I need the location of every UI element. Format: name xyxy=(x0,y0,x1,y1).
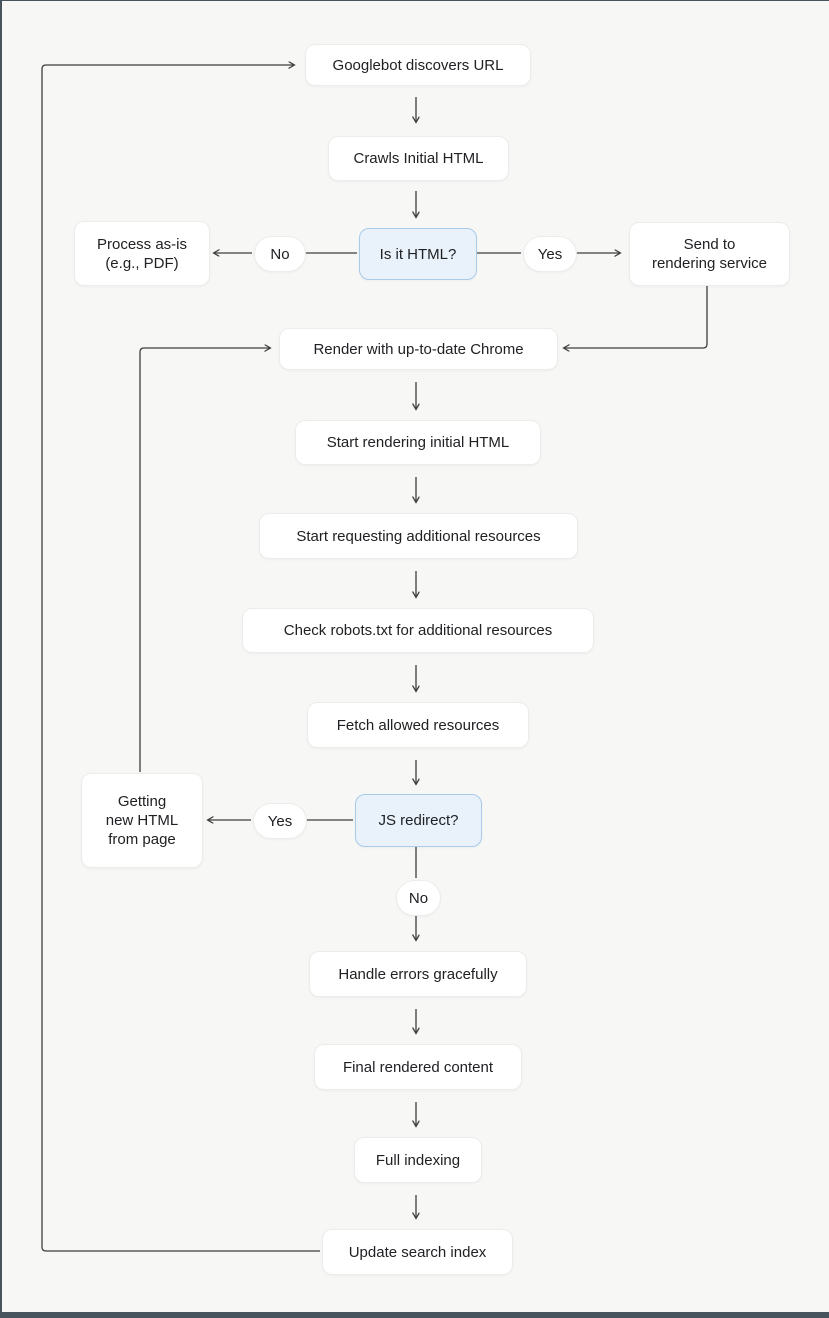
node-js-redirect-decision: JS redirect? xyxy=(355,794,482,847)
node-start-rendering-initial-html: Start rendering initial HTML xyxy=(295,420,541,465)
node-send-to-rendering-service: Send to rendering service xyxy=(629,222,790,286)
node-handle-errors-gracefully: Handle errors gracefully xyxy=(309,951,527,997)
node-googlebot-discovers-url: Googlebot discovers URL xyxy=(305,44,531,86)
node-update-search-index: Update search index xyxy=(322,1229,513,1275)
node-render-with-chrome: Render with up-to-date Chrome xyxy=(279,328,558,370)
edge-label-redirect-no: No xyxy=(396,880,441,916)
node-getting-new-html: Getting new HTML from page xyxy=(81,773,203,868)
node-check-robots-txt: Check robots.txt for additional resource… xyxy=(242,608,594,653)
edge-label-html-no: No xyxy=(254,236,306,272)
edge-getting-render-loop xyxy=(139,348,270,772)
node-is-it-html-decision: Is it HTML? xyxy=(359,228,477,280)
node-final-rendered-content: Final rendered content xyxy=(314,1044,522,1090)
edge-send-render xyxy=(564,285,708,348)
edge-label-redirect-yes: Yes xyxy=(253,803,307,839)
node-fetch-allowed-resources: Fetch allowed resources xyxy=(307,702,529,748)
node-process-as-is: Process as-is (e.g., PDF) xyxy=(74,221,210,286)
node-crawls-initial-html: Crawls Initial HTML xyxy=(328,136,509,181)
edge-label-html-yes: Yes xyxy=(523,236,577,272)
node-full-indexing: Full indexing xyxy=(354,1137,482,1183)
node-start-requesting-resources: Start requesting additional resources xyxy=(259,513,578,559)
